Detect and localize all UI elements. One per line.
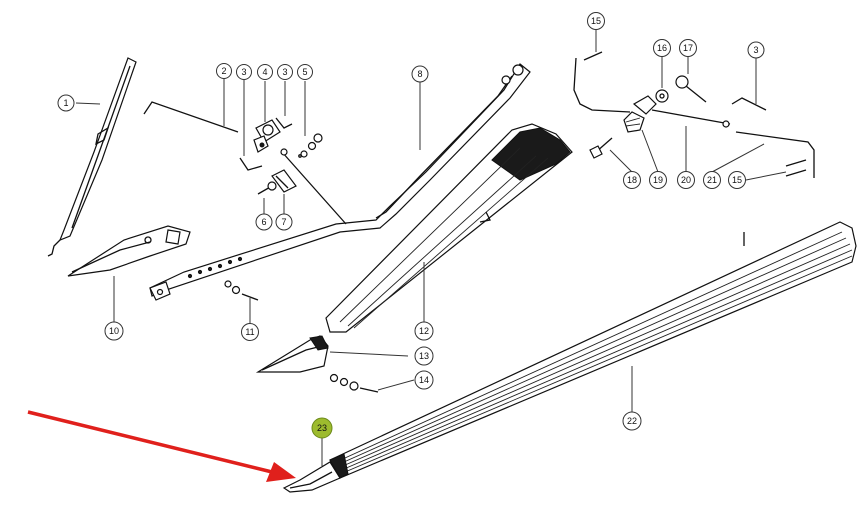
part-4-clamp xyxy=(253,119,281,153)
part-8-frame-arm xyxy=(149,63,531,301)
part-1-blade xyxy=(47,57,137,257)
svg-text:3: 3 xyxy=(282,67,287,77)
part-13-point xyxy=(255,335,329,373)
frame-holes xyxy=(187,256,243,279)
callout-13: 13 xyxy=(414,346,434,366)
part-16-handle xyxy=(573,57,631,113)
callout-21: 21 xyxy=(703,171,721,189)
svg-text:13: 13 xyxy=(419,351,429,361)
callout-18: 18 xyxy=(623,171,641,189)
svg-text:11: 11 xyxy=(245,327,254,337)
callout-11: 11 xyxy=(241,323,259,341)
callout-3-second: 3 xyxy=(277,64,293,80)
callout-8: 8 xyxy=(411,65,429,83)
callout-20: 20 xyxy=(677,171,695,189)
callout-16: 16 xyxy=(653,39,671,57)
part-22-cone xyxy=(329,221,857,479)
callout-15-second: 15 xyxy=(728,171,746,189)
svg-text:5: 5 xyxy=(302,67,307,77)
callout-15: 15 xyxy=(587,12,605,30)
svg-text:10: 10 xyxy=(109,326,119,336)
callout-6: 6 xyxy=(255,213,273,231)
part-23-tip xyxy=(282,461,341,493)
svg-text:12: 12 xyxy=(419,326,429,336)
red-arrow xyxy=(27,410,296,482)
callout-7: 7 xyxy=(275,213,293,231)
callout-1: 1 xyxy=(57,94,75,112)
callout-19: 19 xyxy=(649,171,667,189)
part-3-rod-b xyxy=(275,117,293,129)
part-2-rod xyxy=(143,101,239,133)
part-6-bolt xyxy=(257,181,277,195)
svg-text:7: 7 xyxy=(281,217,286,227)
callout-10: 10 xyxy=(104,321,124,341)
callout-22: 22 xyxy=(622,411,642,431)
svg-text:14: 14 xyxy=(419,375,429,385)
part-17-eyebolt xyxy=(675,75,707,103)
callout-2: 2 xyxy=(216,63,232,79)
part-3-rod-c xyxy=(731,97,767,111)
part-7-plate xyxy=(271,169,297,193)
svg-text:2: 2 xyxy=(221,66,226,76)
svg-text:16: 16 xyxy=(657,43,667,53)
svg-text:15: 15 xyxy=(732,175,742,185)
part-12-divider xyxy=(325,123,573,333)
svg-text:17: 17 xyxy=(683,43,693,53)
svg-text:21: 21 xyxy=(707,175,717,185)
callout-3: 3 xyxy=(236,64,252,80)
part-14-bolt xyxy=(329,373,379,393)
svg-text:4: 4 xyxy=(262,67,267,77)
callout-5: 5 xyxy=(297,64,313,80)
svg-text:1: 1 xyxy=(63,98,68,108)
part-3-rod-a xyxy=(239,157,263,171)
part-16-washer xyxy=(655,89,669,103)
svg-text:8: 8 xyxy=(417,69,422,79)
svg-text:18: 18 xyxy=(627,175,637,185)
svg-text:15: 15 xyxy=(591,16,601,26)
callout-4: 4 xyxy=(257,64,273,80)
part-10-tip xyxy=(67,225,191,277)
callouts: 1 2 3 4 3 5 8 6 7 10 11 xyxy=(57,12,765,439)
svg-text:23: 23 xyxy=(317,423,327,433)
part-15-bolt-a xyxy=(583,51,603,61)
callout-14: 14 xyxy=(414,370,434,390)
svg-text:3: 3 xyxy=(753,45,758,55)
part-11-bolt xyxy=(224,280,259,301)
callout-12: 12 xyxy=(414,321,434,341)
svg-text:3: 3 xyxy=(241,67,246,77)
callout-17: 17 xyxy=(679,39,697,57)
svg-text:19: 19 xyxy=(653,175,663,185)
part-21-rod xyxy=(735,131,815,178)
part-5-nuts xyxy=(298,133,323,158)
part-15-bolt-b xyxy=(785,159,807,177)
callout-23-highlighted: 23 xyxy=(311,417,333,439)
part-18-bolt xyxy=(589,137,613,159)
svg-text:6: 6 xyxy=(261,217,266,227)
part-19-wheel xyxy=(623,95,657,133)
leader-lines xyxy=(75,30,787,466)
part-20-shaft xyxy=(651,109,731,128)
callout-3-third: 3 xyxy=(747,41,765,59)
svg-text:20: 20 xyxy=(681,175,691,185)
svg-text:22: 22 xyxy=(627,416,637,426)
